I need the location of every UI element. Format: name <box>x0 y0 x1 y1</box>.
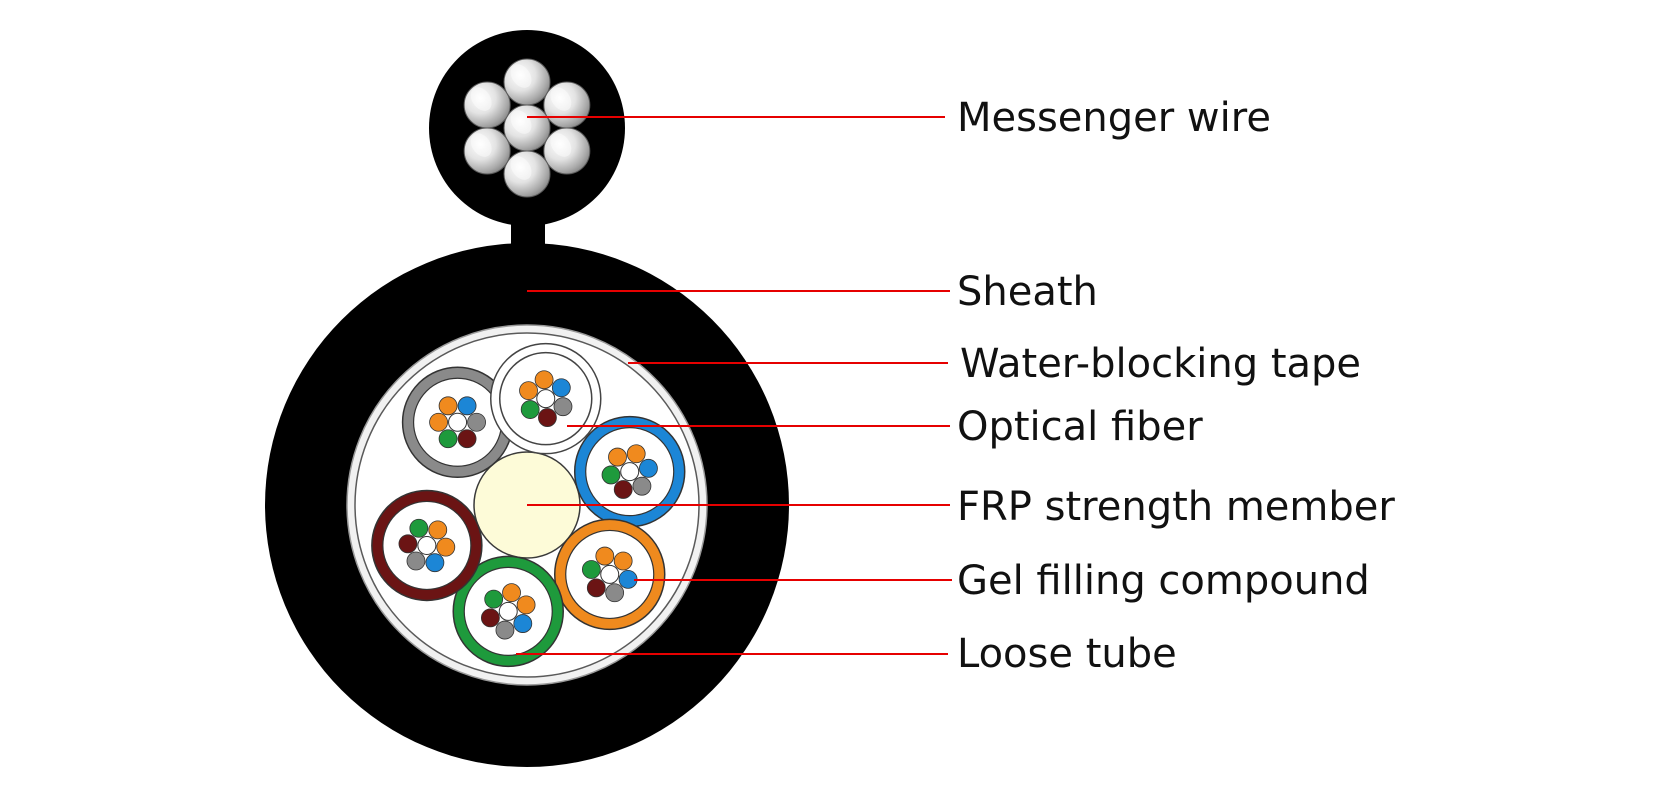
optical-fiber <box>498 601 518 621</box>
optical-fiber <box>429 412 448 432</box>
optical-fiber <box>409 518 429 538</box>
optical-fiber <box>536 389 556 409</box>
wire-strand <box>503 58 551 106</box>
optical-fiber <box>519 381 538 401</box>
optical-fiber <box>457 429 477 449</box>
optical-fiber <box>502 583 521 603</box>
wire-strand-highlight <box>510 64 532 88</box>
optical-fiber <box>513 614 533 633</box>
optical-fiber <box>620 462 640 482</box>
optical-fiber <box>626 444 646 464</box>
loose-tube <box>371 489 483 602</box>
wire-strand-highlight <box>510 110 532 134</box>
optical-fiber <box>467 412 486 432</box>
wire-strand-highlight <box>550 87 572 111</box>
wire-strand-highlight <box>510 156 532 180</box>
wire-strand-highlight <box>470 87 492 111</box>
optical-fiber <box>586 578 606 598</box>
loose-tube <box>490 342 602 455</box>
optical-fiber <box>534 370 554 390</box>
leader-lines <box>516 116 952 655</box>
loose-tube <box>573 415 686 528</box>
optical-fiber <box>516 595 536 615</box>
optical-fiber <box>595 546 615 566</box>
optical-fiber <box>436 537 456 557</box>
optical-fiber <box>639 458 658 478</box>
optical-fiber <box>581 560 601 579</box>
label-gel-filling-compound: Gel filling compound <box>957 558 1370 604</box>
label-sheath: Sheath <box>957 269 1098 315</box>
wire-strand-highlight <box>550 133 572 157</box>
optical-fiber <box>553 397 573 417</box>
optical-fiber <box>406 551 426 571</box>
label-frp-strength-member: FRP strength member <box>957 484 1395 530</box>
label-messenger-wire: Messenger wire <box>957 95 1271 141</box>
optical-fiber <box>438 396 458 416</box>
optical-fiber <box>600 564 620 584</box>
optical-fiber <box>425 553 445 573</box>
optical-fiber <box>601 465 621 485</box>
wire-strand <box>503 150 551 198</box>
optical-fiber <box>551 378 571 398</box>
labels: Messenger wire Sheath Water-blocking tap… <box>957 95 1395 677</box>
optical-fiber <box>484 589 504 609</box>
label-optical-fiber: Optical fiber <box>957 404 1203 450</box>
optical-fiber <box>605 583 625 603</box>
optical-fiber <box>428 520 448 540</box>
optical-fiber <box>613 480 633 499</box>
loose-tubes <box>371 342 686 668</box>
optical-fiber <box>448 412 468 432</box>
wire-strand <box>463 81 511 129</box>
loose-tube <box>452 555 564 668</box>
optical-fiber <box>495 620 515 640</box>
label-water-blocking-tape: Water-blocking tape <box>960 341 1361 387</box>
optical-fiber <box>520 400 540 419</box>
optical-fiber <box>538 408 557 427</box>
optical-fiber <box>398 534 418 554</box>
optical-fiber <box>632 476 652 496</box>
optical-fiber <box>417 535 437 555</box>
loose-tube <box>553 518 666 631</box>
optical-fiber <box>608 447 627 467</box>
label-loose-tube: Loose tube <box>957 631 1177 677</box>
optical-fiber <box>613 551 633 571</box>
wire-strand-highlight <box>470 133 492 157</box>
optical-fiber <box>438 429 458 449</box>
loose-tube <box>401 366 514 479</box>
optical-fiber <box>457 396 477 416</box>
optical-fiber <box>480 608 500 628</box>
